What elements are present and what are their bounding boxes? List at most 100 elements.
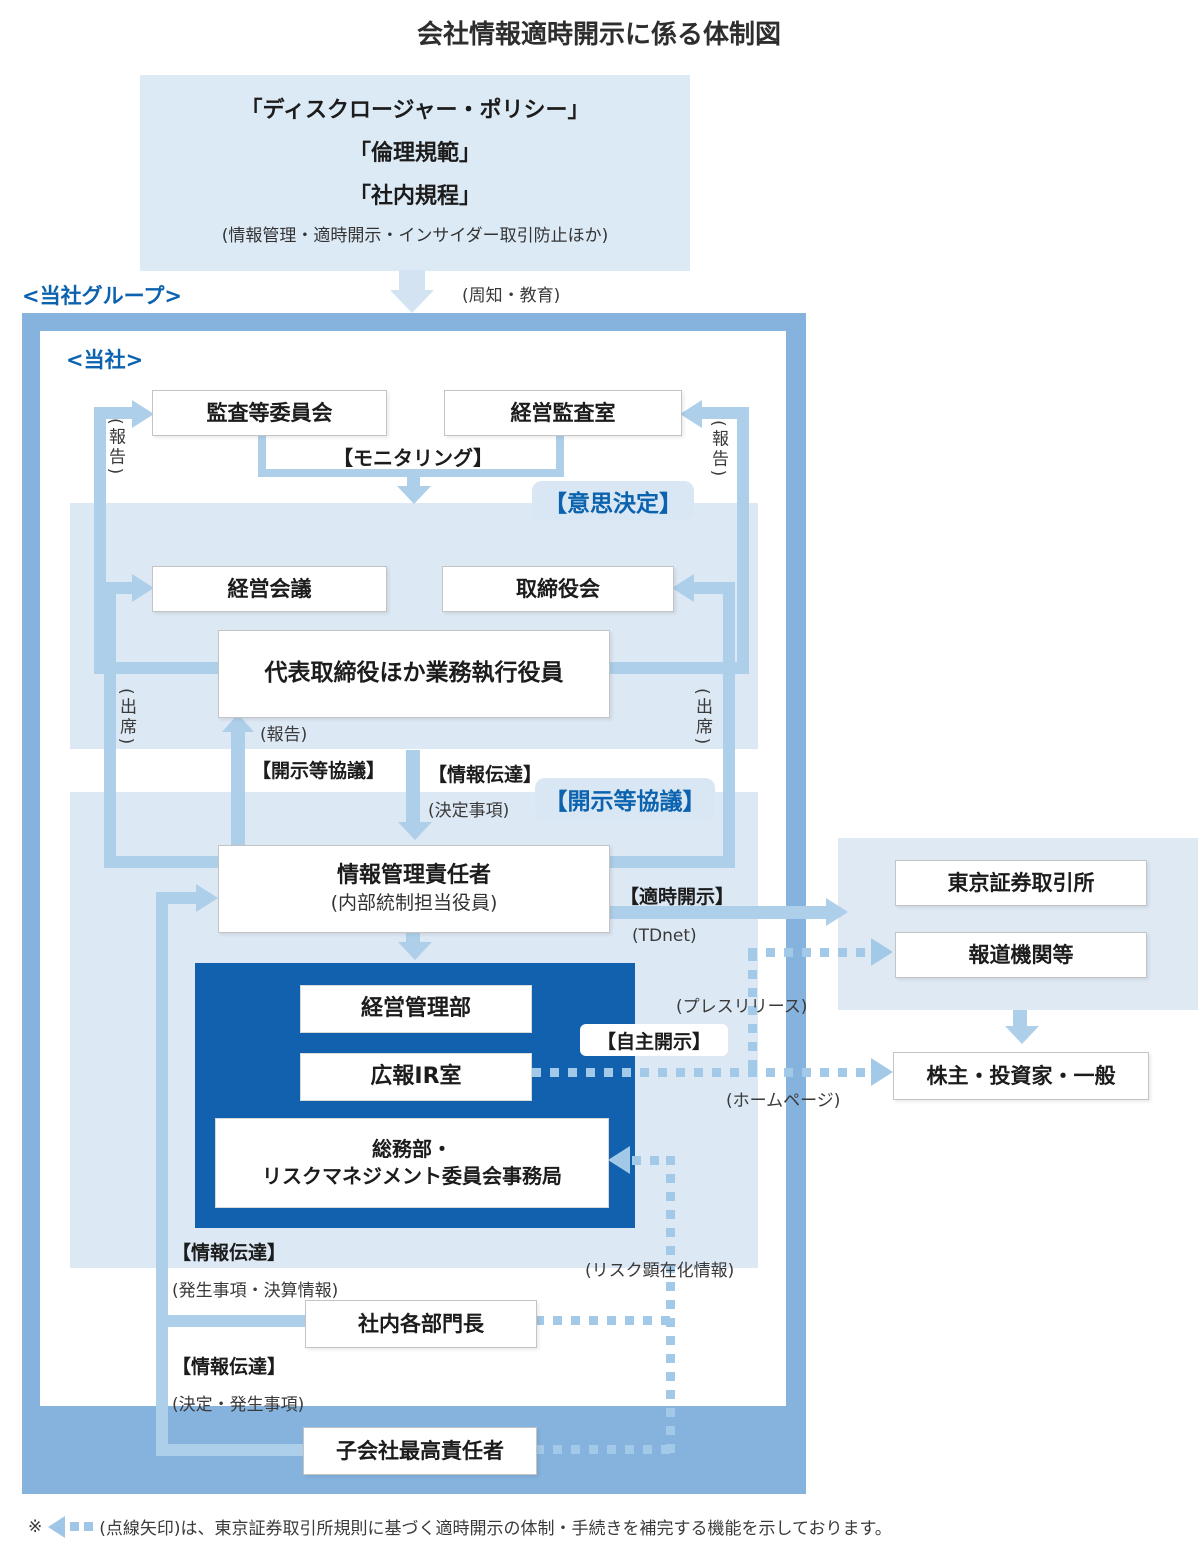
- box-subsidiary-label: 子会社最高責任者: [336, 1438, 504, 1463]
- box-dept-heads-label: 社内各部門長: [358, 1311, 484, 1336]
- tdnet-label: (TDnet): [632, 926, 697, 946]
- manager-down-shaft: [406, 931, 420, 944]
- attend-left-arrow-head: [132, 574, 154, 602]
- report-right-bottom: [608, 662, 749, 674]
- info-transfer-shaft: [406, 750, 420, 824]
- subsidiary-branch: [156, 1444, 303, 1456]
- self-disclosure-chip: 【自主開示】: [580, 1024, 728, 1056]
- box-audit-office: 経営監査室: [444, 390, 682, 436]
- box-exec-meeting: 経営会議: [152, 566, 387, 612]
- attend-right-label: (出席): [692, 688, 712, 748]
- box-mgmt-dept-label: 経営管理部: [360, 996, 471, 1022]
- consult-left-label: 【開示等協議】: [252, 760, 386, 782]
- attend-right-vertical: [723, 582, 735, 868]
- box-representative: 代表取締役ほか業務執行役員: [218, 630, 610, 718]
- policy-note: (情報管理・適時開示・インサイダー取引防止ほか): [221, 226, 609, 246]
- dissemination-arrow-shaft: [399, 270, 425, 292]
- attend-right-bottom: [608, 856, 735, 868]
- upward-report-arrow-head: [196, 884, 218, 912]
- report-left-label: (報告): [105, 418, 125, 478]
- attend-right-arrow-head: [672, 574, 694, 602]
- box-subsidiary: 子会社最高責任者: [303, 1427, 537, 1475]
- box-general-affairs: 総務部・ リスクマネジメント委員会事務局: [215, 1118, 609, 1208]
- company-scope-label: <当社>: [66, 348, 144, 372]
- box-general-affairs-line1: 総務部・: [372, 1137, 452, 1161]
- info-transfer-top-label: 【情報伝達】: [428, 764, 543, 786]
- report-right-stub: [700, 407, 749, 419]
- box-info-manager-title: 情報管理責任者: [336, 863, 491, 889]
- report-up-label: (報告): [260, 725, 308, 745]
- info-transfer-mid-label: 【情報伝達】: [172, 1242, 287, 1264]
- subsidiary-dotted: [535, 1445, 675, 1454]
- box-audit-committee-label: 監査等委員会: [206, 400, 333, 425]
- policy-line-3: 「社内規程」: [348, 184, 481, 209]
- risk-dotted-vertical: [666, 1156, 675, 1454]
- dotted-arrow-icon: [48, 1515, 94, 1538]
- decided-items-label: (決定事項): [428, 801, 510, 821]
- report-right-label: (報告): [708, 420, 728, 480]
- report-right-arrow-head: [680, 400, 702, 428]
- decision-stage-label: 【意思決定】: [544, 491, 682, 517]
- box-audit-office-label: 経営監査室: [510, 400, 616, 425]
- report-up-shaft: [231, 730, 245, 845]
- box-pr-ir-label: 広報IR室: [370, 1064, 462, 1090]
- box-media-label: 報道機関等: [968, 942, 1074, 967]
- box-media: 報道機関等: [895, 932, 1147, 978]
- info-transfer-bottom-label: 【情報伝達】: [172, 1356, 287, 1378]
- consultation-stage-label: 【開示等協議】: [544, 789, 706, 815]
- box-info-manager: 情報管理責任者 (内部統制担当役員): [218, 845, 610, 933]
- monitoring-stub-left: [258, 433, 266, 477]
- monitoring-stub-right: [556, 433, 564, 477]
- monitoring-bracket: [258, 469, 564, 477]
- box-mgmt-dept: 経営管理部: [300, 985, 532, 1033]
- dissemination-label: (周知・教育): [462, 286, 561, 306]
- info-transfer-head: [398, 822, 432, 840]
- timely-label: 【適時開示】: [620, 886, 735, 908]
- box-dept-heads: 社内各部門長: [305, 1300, 537, 1348]
- dotted-arrow-icon-dot1: [70, 1522, 80, 1531]
- box-pr-ir: 広報IR室: [300, 1053, 532, 1101]
- manager-down-head: [398, 942, 432, 960]
- dept-heads-branch: [156, 1315, 305, 1327]
- box-tse: 東京証券取引所: [895, 860, 1147, 906]
- box-exec-meeting-label: 経営会議: [227, 576, 312, 601]
- box-tse-label: 東京証券取引所: [947, 870, 1095, 895]
- press-branch-vertical: [748, 952, 757, 1072]
- policy-box: 「ディスクロージャー・ポリシー」 「倫理規範」 「社内規程」 (情報管理・適時開…: [140, 75, 690, 271]
- self-disclosure-label: 【自主開示】: [596, 1030, 711, 1053]
- report-up-head: [222, 714, 254, 732]
- dept-heads-dotted: [535, 1316, 675, 1325]
- footer-note: ※ (点線矢印)は、東京証券取引所規則に基づく適時開示の体制・手続きを補完する機…: [28, 1514, 892, 1539]
- risk-arrow-head: [608, 1146, 630, 1174]
- risk-info-label: (リスク顕在化情報): [585, 1261, 735, 1281]
- left-long-vertical: [156, 892, 168, 1456]
- press-release-label: (プレスリリース): [676, 997, 808, 1017]
- dotted-arrow-icon-head: [48, 1515, 66, 1538]
- attend-left-vertical: [104, 582, 116, 868]
- policy-line-1: 「ディスクロージャー・ポリシー」: [240, 98, 590, 123]
- timely-arrow-shaft: [608, 906, 830, 919]
- page-title: 会社情報適時開示に係る体制図: [416, 20, 781, 50]
- timely-arrow-head: [826, 898, 848, 926]
- dissemination-arrow-head: [390, 290, 434, 313]
- homepage-label: (ホームページ): [726, 1091, 841, 1111]
- report-right-vertical: [737, 407, 749, 674]
- box-general-affairs-line2: リスクマネジメント委員会事務局: [262, 1164, 562, 1188]
- media-down-head: [1005, 1026, 1039, 1044]
- box-audit-committee: 監査等委員会: [152, 390, 387, 436]
- monitoring-label: 【モニタリング】: [333, 446, 493, 470]
- attend-left-label: (出席): [116, 688, 136, 748]
- footer-mark: ※: [28, 1516, 43, 1537]
- box-board-label: 取締役会: [516, 576, 600, 601]
- policy-line-2: 「倫理規範」: [348, 141, 481, 166]
- box-board: 取締役会: [442, 566, 674, 612]
- footer-text: (点線矢印)は、東京証券取引所規則に基づく適時開示の体制・手続きを補完する機能を…: [99, 1519, 892, 1539]
- consultation-stage-chip: 【開示等協議】: [535, 778, 715, 820]
- box-shareholders-label: 株主・投資家・一般: [926, 1063, 1116, 1088]
- dotted-arrow-icon-dot2: [84, 1522, 94, 1531]
- press-dotted-line: [748, 948, 873, 957]
- report-left-arrow-head: [132, 400, 154, 428]
- press-arrow-head: [871, 938, 893, 966]
- decided-occurred-label: (決定・発生事項): [172, 1395, 305, 1415]
